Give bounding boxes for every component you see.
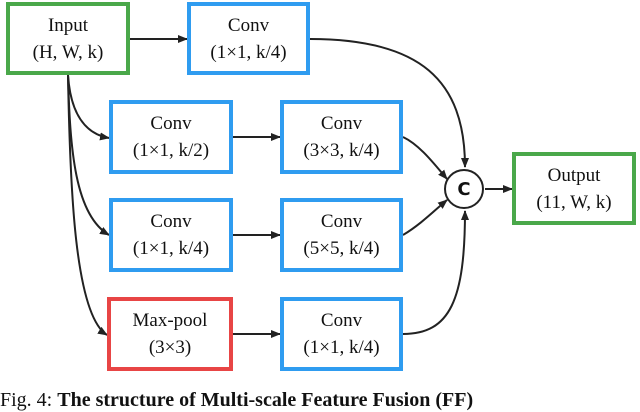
conv-branch2-a-params: (1×1, k/4)	[132, 238, 210, 259]
arrow-conv-top-to-concat	[309, 38, 469, 168]
conv-branch2-b-params: (5×5, k/4)	[303, 238, 380, 259]
input-node-title: Input	[47, 14, 89, 36]
conv-branch3-b-node: Conv (1×1, k/4)	[280, 297, 403, 371]
caption-prefix: Fig. 4:	[0, 389, 58, 411]
conv-branch3-b-title: Conv	[320, 310, 363, 331]
output-node: Output (11, W, k)	[512, 152, 636, 225]
conv-branch1-a-params: (1×1, k/2)	[132, 140, 210, 161]
conv-top-title: Conv	[227, 14, 270, 36]
maxpool-title: Max-pool	[132, 310, 208, 331]
figure-caption: Fig. 4: The structure of Multi-scale Fea…	[0, 388, 640, 412]
output-node-title: Output	[547, 164, 601, 186]
conv-top-node: Conv (1×1, k/4)	[187, 2, 310, 75]
conv-branch2-a-title: Conv	[150, 211, 192, 232]
caption-bold: The structure of Multi-scale Feature Fus…	[57, 389, 474, 411]
conv-branch1-a-node: Conv (1×1, k/2)	[109, 100, 233, 174]
input-node-shape: (H, W, k)	[32, 41, 104, 63]
arrow-conv-b1b-to-concat	[402, 136, 448, 180]
arrow-conv-b2b-to-concat	[402, 199, 448, 236]
arrow-conv-b3b-to-concat	[402, 210, 469, 335]
conv-branch2-a-node: Conv (1×1, k/4)	[109, 198, 233, 272]
maxpool-node: Max-pool (3×3)	[107, 297, 233, 371]
concat-label: C	[457, 178, 471, 200]
arrow-input-to-maxpool	[67, 74, 108, 336]
maxpool-params: (3×3)	[148, 337, 192, 358]
conv-branch1-b-node: Conv (3×3, k/4)	[280, 100, 403, 174]
conv-branch2-b-node: Conv (5×5, k/4)	[280, 198, 403, 272]
concat-node: C	[444, 169, 484, 209]
conv-branch3-b-params: (1×1, k/4)	[303, 337, 380, 358]
conv-branch1-a-title: Conv	[150, 113, 192, 134]
arrow-input-to-conv-b1a	[67, 74, 110, 141]
conv-top-params: (1×1, k/4)	[210, 41, 287, 63]
conv-branch1-b-params: (3×3, k/4)	[303, 140, 380, 161]
input-node: Input (H, W, k)	[6, 2, 130, 75]
output-node-shape: (11, W, k)	[536, 191, 612, 213]
conv-branch1-b-title: Conv	[320, 113, 363, 134]
conv-branch2-b-title: Conv	[320, 211, 363, 232]
